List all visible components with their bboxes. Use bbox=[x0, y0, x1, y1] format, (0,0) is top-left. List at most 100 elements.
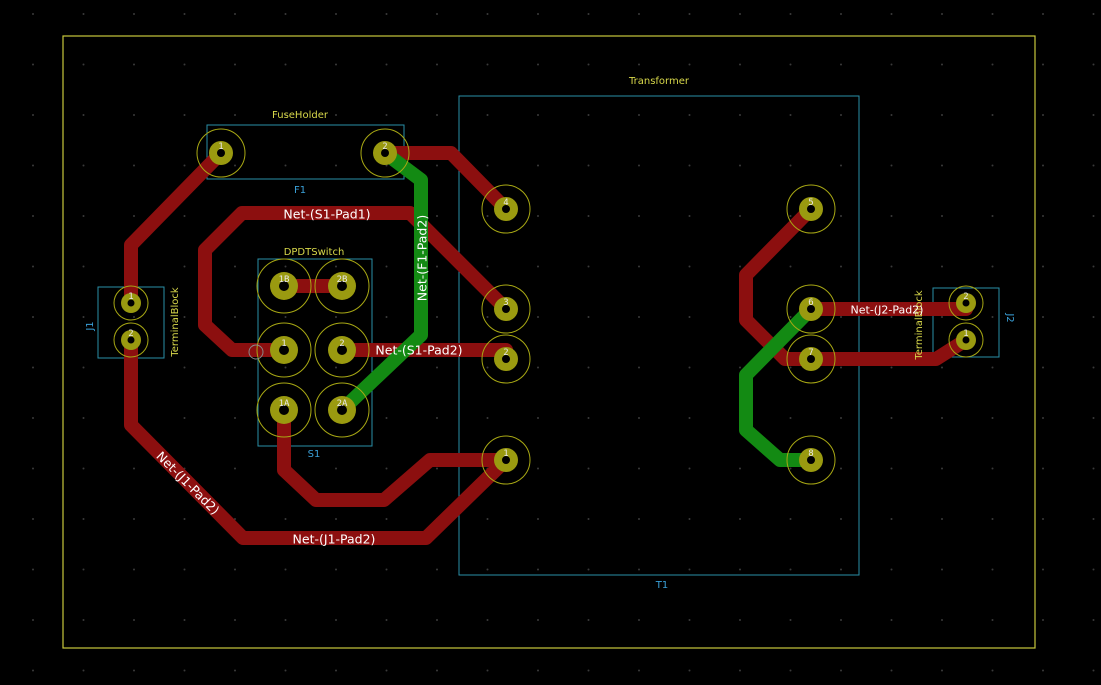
pad-number: 1 bbox=[963, 329, 968, 339]
grid-dot bbox=[32, 215, 34, 217]
grid-dot bbox=[890, 114, 893, 116]
grid-dot bbox=[840, 316, 842, 318]
t1-pad-4[interactable]: 4 bbox=[481, 184, 531, 234]
j2-pad-1[interactable]: 1 bbox=[948, 322, 984, 358]
grid-dot bbox=[385, 669, 388, 672]
grid-dot bbox=[385, 265, 388, 268]
f1-pad-1[interactable]: 1 bbox=[196, 128, 246, 178]
grid-dot bbox=[688, 13, 691, 15]
s1-pad-1a[interactable]: 1A bbox=[256, 382, 312, 438]
grid-dot bbox=[284, 164, 287, 167]
s1-pad-2[interactable]: 2 bbox=[314, 322, 370, 378]
pad-clearance-ring bbox=[113, 322, 149, 358]
trace-s1-1a-to-t1-1[interactable] bbox=[277, 403, 513, 507]
grid-dot bbox=[486, 619, 489, 621]
pad-number: 2B bbox=[337, 275, 348, 285]
trace-f1-2-to-t1-4[interactable] bbox=[378, 146, 513, 216]
grid-dot bbox=[638, 518, 640, 520]
trace-f1-1-to-j1-1[interactable] bbox=[124, 146, 228, 310]
t1-pad-2[interactable]: 2 bbox=[481, 334, 531, 384]
grid-dot bbox=[183, 13, 186, 15]
grid-dot bbox=[941, 518, 943, 520]
grid-dot bbox=[385, 63, 388, 66]
pad-clearance-ring bbox=[481, 284, 531, 334]
grid-dot bbox=[537, 417, 539, 419]
grid-dot bbox=[32, 669, 34, 672]
grid-dot bbox=[890, 518, 893, 520]
pad-clearance-ring bbox=[256, 382, 312, 438]
grid-dot bbox=[385, 417, 388, 419]
grid-dot bbox=[587, 568, 590, 571]
grid-dot bbox=[234, 114, 236, 116]
grid-dot bbox=[32, 366, 34, 369]
t1-pad-6[interactable]: 6 bbox=[786, 284, 836, 334]
grid-dot bbox=[335, 13, 337, 15]
grid-dot bbox=[638, 417, 640, 419]
trace-s1-pad1[interactable] bbox=[198, 206, 513, 357]
grid-dot bbox=[1042, 164, 1044, 167]
grid-dot bbox=[941, 164, 943, 167]
s1-pad-2a[interactable]: 2A bbox=[314, 382, 370, 438]
grid-dot bbox=[890, 63, 893, 66]
grid-dot bbox=[789, 215, 792, 217]
grid-dot bbox=[335, 114, 337, 116]
pad-number: 1A bbox=[279, 399, 290, 409]
pad-clearance-ring bbox=[360, 128, 410, 178]
t1-pad-7[interactable]: 7 bbox=[786, 334, 836, 384]
trace-t1-7-to-j2-1[interactable] bbox=[804, 333, 973, 366]
grid-dot bbox=[739, 215, 741, 217]
grid-dot bbox=[32, 13, 34, 15]
s1-pad-2b[interactable]: 2B bbox=[314, 258, 370, 314]
grid-dot bbox=[739, 518, 741, 520]
grid-dot bbox=[486, 669, 489, 672]
grid-dot bbox=[537, 669, 539, 672]
grid-dot bbox=[739, 114, 741, 116]
f1-pad-2[interactable]: 2 bbox=[360, 128, 410, 178]
grid-dot bbox=[688, 467, 691, 470]
grid-dot bbox=[1042, 417, 1044, 419]
grid-dot bbox=[991, 164, 994, 167]
grid-dot bbox=[840, 366, 842, 369]
grid-dot bbox=[133, 669, 135, 672]
s1-value: DPDTSwitch bbox=[284, 247, 345, 258]
grid-dot bbox=[991, 417, 994, 419]
s1-pad-1b[interactable]: 1B bbox=[256, 258, 312, 314]
grid-dot bbox=[941, 467, 943, 470]
pad-drill-hole bbox=[279, 281, 289, 291]
grid-dot bbox=[82, 518, 85, 520]
grid-dot bbox=[840, 467, 842, 470]
trace-f1-pad2[interactable] bbox=[335, 146, 428, 417]
grid-dot bbox=[183, 164, 186, 167]
grid-dot bbox=[840, 619, 842, 621]
grid-dot bbox=[234, 568, 236, 571]
grid-dot bbox=[587, 518, 590, 520]
j2-pad-2[interactable]: 2 bbox=[948, 285, 984, 321]
grid-dot bbox=[82, 366, 85, 369]
grid-dot bbox=[638, 164, 640, 167]
t1-pad-1[interactable]: 1 bbox=[481, 435, 531, 485]
j1-pad-2[interactable]: 2 bbox=[113, 322, 149, 358]
grid-dot bbox=[183, 669, 186, 672]
grid-dot bbox=[890, 164, 893, 167]
s1-pad-1[interactable]: 1 bbox=[256, 322, 312, 378]
t1-pad-3[interactable]: 3 bbox=[481, 284, 531, 334]
grid-dot bbox=[1042, 215, 1044, 217]
grid-dot bbox=[234, 669, 236, 672]
grid-dot bbox=[941, 417, 943, 419]
grid-dot bbox=[890, 215, 893, 217]
grid-dot bbox=[890, 13, 893, 15]
trace-t1-6-to-t1-8[interactable] bbox=[739, 302, 818, 467]
t1-pad-8[interactable]: 8 bbox=[786, 435, 836, 485]
t1-pad-5[interactable]: 5 bbox=[786, 184, 836, 234]
grid-dot bbox=[789, 265, 792, 268]
trace-t1-5-to-t1-6[interactable] bbox=[739, 202, 818, 366]
grid-dot bbox=[638, 215, 640, 217]
grid-dot bbox=[1092, 114, 1095, 116]
grid-dot bbox=[587, 366, 590, 369]
j1-pad-1[interactable]: 1 bbox=[113, 285, 149, 321]
grid-dot bbox=[638, 619, 640, 621]
grid-dot bbox=[638, 316, 640, 318]
grid-dot bbox=[1092, 568, 1095, 571]
trace-j1-pad2[interactable] bbox=[124, 333, 513, 545]
